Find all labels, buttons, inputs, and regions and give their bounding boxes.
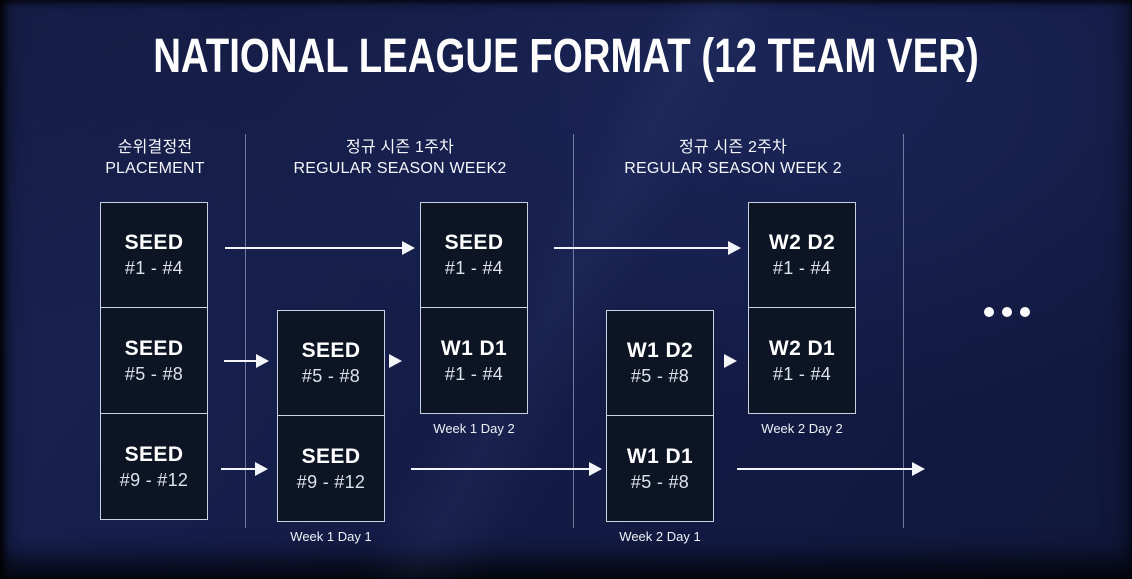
box-title: SEED	[444, 231, 504, 254]
box-range: #9 - #12	[296, 471, 366, 492]
group-placement: SEED #1 - #4 SEED #5 - #8 SEED #9 - #12	[100, 202, 208, 520]
ellipsis-dot	[1020, 307, 1030, 317]
box-title: SEED	[301, 444, 361, 468]
bracket-box-w2d2-1-4: W2 D2 #1 - #4	[748, 202, 856, 308]
bracket-box-w1d1-seed-9-12: SEED #9 - #12	[277, 416, 385, 522]
box-range: #5 - #8	[301, 366, 361, 386]
column-divider-3	[903, 134, 904, 528]
group-week1-day1: SEED #5 - #8 SEED #9 - #12 Week 1 Day 1	[277, 310, 385, 544]
box-range: #1 - #4	[444, 258, 504, 278]
bracket-box-w2d1-1-4: W2 D1 #1 - #4	[748, 308, 856, 414]
box-range: #5 - #8	[630, 366, 690, 386]
column-header-week2: 정규 시즌 2주차 REGULAR SEASON WEEK 2	[603, 137, 863, 179]
arrow-shaft	[221, 467, 257, 471]
bracket-box-w1d1-seed-5-8: SEED #5 - #8	[277, 310, 385, 416]
ellipsis-icon	[984, 307, 1030, 317]
ellipsis-dot	[984, 307, 994, 317]
arrow-head-icon	[912, 462, 925, 476]
bracket-box-placement-seed-9-12: SEED #9 - #12	[100, 414, 208, 520]
column-header-placement-en: PLACEMENT	[105, 160, 205, 177]
column-header-week1-kr: 정규 시즌 1주차	[346, 139, 454, 156]
box-title: SEED	[301, 339, 361, 362]
box-range: #1 - #4	[444, 363, 504, 384]
box-title: SEED	[124, 231, 184, 254]
column-header-placement-kr: 순위결정전	[117, 139, 193, 156]
arrow-shaft	[554, 246, 730, 250]
group-label-week1-day1: Week 1 Day 1	[290, 529, 372, 544]
bracket-box-placement-seed-5-8: SEED #5 - #8	[100, 308, 208, 414]
box-range: #1 - #4	[124, 258, 184, 278]
box-title: W1 D1	[626, 444, 694, 468]
arrow-head-icon	[255, 462, 268, 476]
arrow-head-icon	[728, 241, 741, 255]
group-week1-day2: SEED #1 - #4 W1 D1 #1 - #4 Week 1 Day 2	[420, 202, 528, 436]
bracket-box-w2d1-w1d2-5-8: W1 D2 #5 - #8	[606, 310, 714, 416]
arrow-shaft	[411, 467, 591, 471]
box-title: SEED	[124, 336, 184, 360]
column-divider-1	[245, 134, 246, 528]
arrow-head-icon	[256, 354, 269, 368]
column-header-week1: 정규 시즌 1주차 REGULAR SEASON WEEK2	[270, 137, 530, 179]
column-header-week2-kr: 정규 시즌 2주차	[679, 139, 787, 156]
box-range: #9 - #12	[119, 469, 189, 490]
bracket-box-placement-seed-1-4: SEED #1 - #4	[100, 202, 208, 308]
group-label-week2-day1: Week 2 Day 1	[619, 529, 701, 544]
box-title: W2 D2	[768, 231, 836, 254]
box-range: #1 - #4	[772, 363, 832, 384]
box-title: W2 D1	[768, 336, 836, 360]
box-range: #5 - #8	[124, 363, 184, 384]
column-header-week2-en: REGULAR SEASON WEEK 2	[624, 160, 842, 177]
bracket-box-w2d1-w1d1-5-8: W1 D1 #5 - #8	[606, 416, 714, 522]
column-header-week1-en: REGULAR SEASON WEEK2	[293, 160, 507, 177]
box-title: W1 D1	[440, 336, 508, 360]
column-divider-2	[573, 134, 574, 528]
group-week2-day2: W2 D2 #1 - #4 W2 D1 #1 - #4 Week 2 Day 2	[748, 202, 856, 436]
box-range: #1 - #4	[772, 258, 832, 278]
arrow-shaft	[224, 359, 258, 363]
arrow-shaft	[737, 467, 914, 471]
arrow-head-icon	[589, 462, 602, 476]
group-week2-day1: W1 D2 #5 - #8 W1 D1 #5 - #8 Week 2 Day 1	[606, 310, 714, 544]
ellipsis-dot	[1002, 307, 1012, 317]
arrow-shaft	[225, 246, 404, 250]
column-header-placement: 순위결정전 PLACEMENT	[55, 137, 255, 179]
page-title: NATIONAL LEAGUE FORMAT (12 TEAM VER)	[153, 30, 979, 83]
group-label-week2-day2: Week 2 Day 2	[761, 421, 843, 436]
arrow-head-icon	[402, 241, 415, 255]
bracket-box-w1d2-seed-1-4: SEED #1 - #4	[420, 202, 528, 308]
box-title: SEED	[124, 442, 184, 466]
box-range: #5 - #8	[630, 471, 690, 492]
bracket-box-w1d2-w1d1-1-4: W1 D1 #1 - #4	[420, 308, 528, 414]
box-title: W1 D2	[626, 339, 694, 362]
group-label-week1-day2: Week 1 Day 2	[433, 421, 515, 436]
arrow-week1day1-to-week1day2-icon	[389, 354, 402, 368]
arrow-week2day1-to-week2day2-icon	[724, 354, 737, 368]
